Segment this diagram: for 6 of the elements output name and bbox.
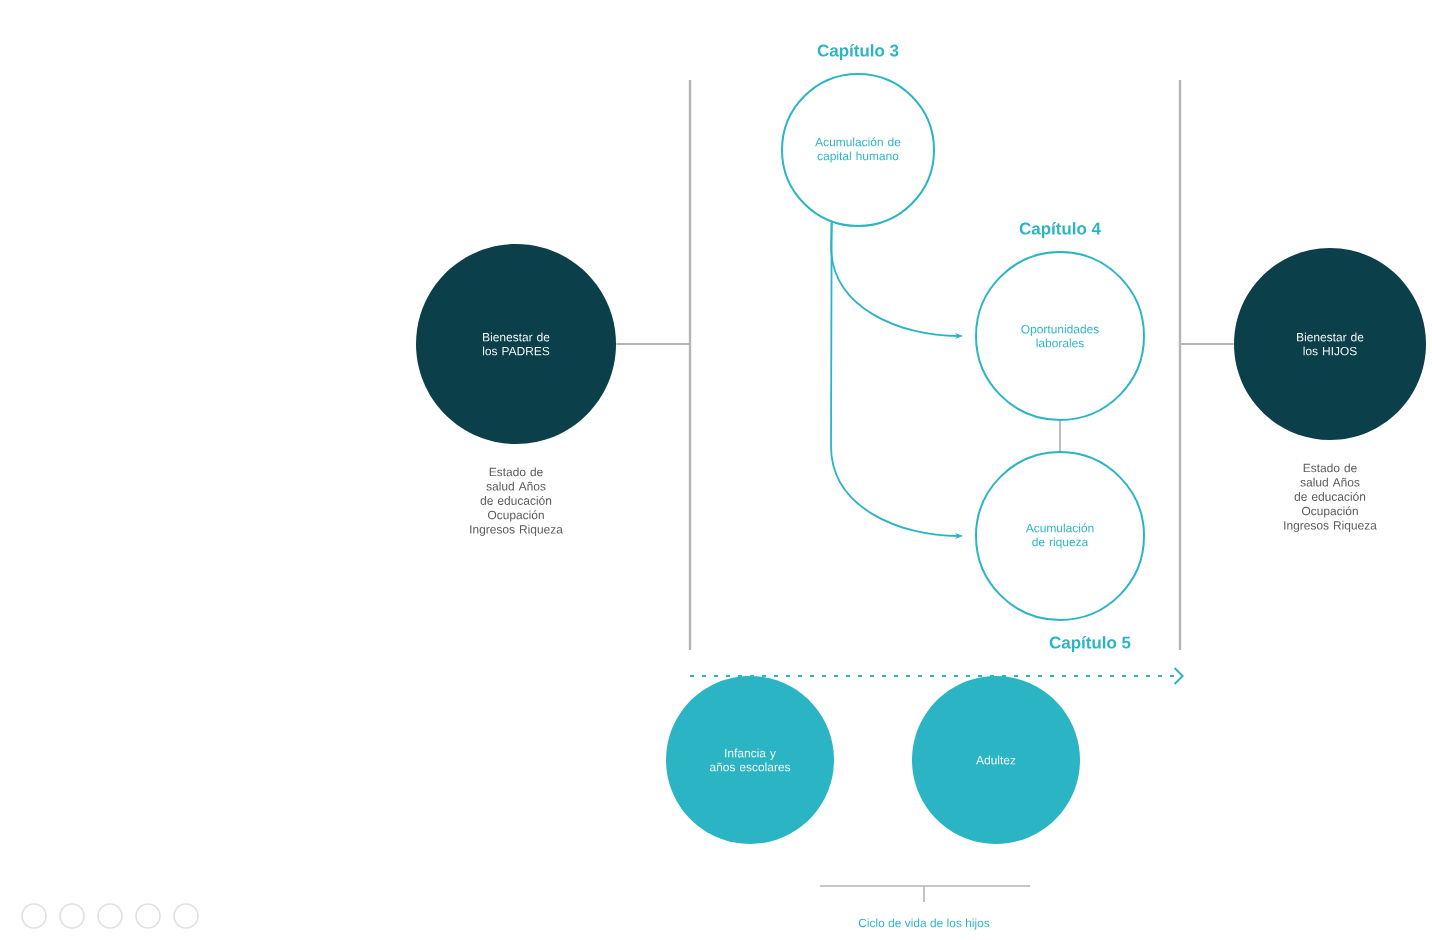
chapter-heading: Capítulo 3 <box>817 44 899 60</box>
connector <box>615 343 691 345</box>
chapter-heading: Capítulo 5 <box>1049 636 1131 652</box>
connector <box>1179 343 1235 345</box>
chapter-heading: Capítulo 4 <box>1019 222 1101 238</box>
connector <box>1059 420 1061 452</box>
